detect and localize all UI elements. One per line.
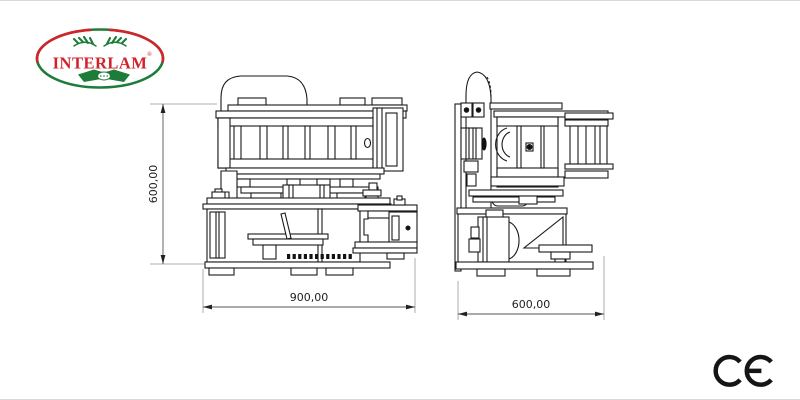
dimension-lines [162, 104, 604, 315]
dimension-extension-lines [150, 103, 605, 320]
laurel-wheat-icon [72, 35, 128, 47]
dimension-arrows [160, 104, 604, 317]
ce-letter-c [713, 354, 742, 387]
roller-arc [495, 127, 508, 162]
logo-brand-text: INTERLAM [53, 54, 148, 73]
logo-ribbon-icon [78, 69, 130, 82]
side-view [454, 71, 614, 277]
front-width-dimension-label: 900,00 [290, 291, 329, 304]
logo-registered-mark: ® [147, 51, 152, 58]
side-mid-plates [468, 189, 564, 207]
side-left-column [454, 71, 492, 272]
diagonal-brace [280, 212, 292, 240]
side-width-dimension-label: 600,00 [512, 298, 551, 311]
ring-red-arc-left [35, 28, 92, 63]
foot [290, 267, 318, 276]
right-drive-unit [352, 195, 418, 260]
foot [536, 268, 571, 277]
ce-mark-icon [713, 354, 773, 387]
height-dimension-label: 600,00 [147, 165, 160, 204]
foot [476, 268, 506, 277]
side-base-box [455, 207, 594, 277]
front-view [202, 75, 418, 276]
base-frame [202, 197, 392, 276]
foot [325, 267, 354, 276]
ring-red-arc-right [108, 28, 165, 63]
bolt-hole [363, 137, 372, 149]
shelf-plate [252, 238, 324, 246]
upper-frame [215, 97, 408, 188]
side-right-rails [564, 112, 614, 179]
foot [208, 267, 235, 276]
side-roller-assembly [489, 102, 609, 188]
logo-oval-ring [35, 28, 165, 89]
interlam-logo: INTERLAM ® [35, 28, 165, 89]
